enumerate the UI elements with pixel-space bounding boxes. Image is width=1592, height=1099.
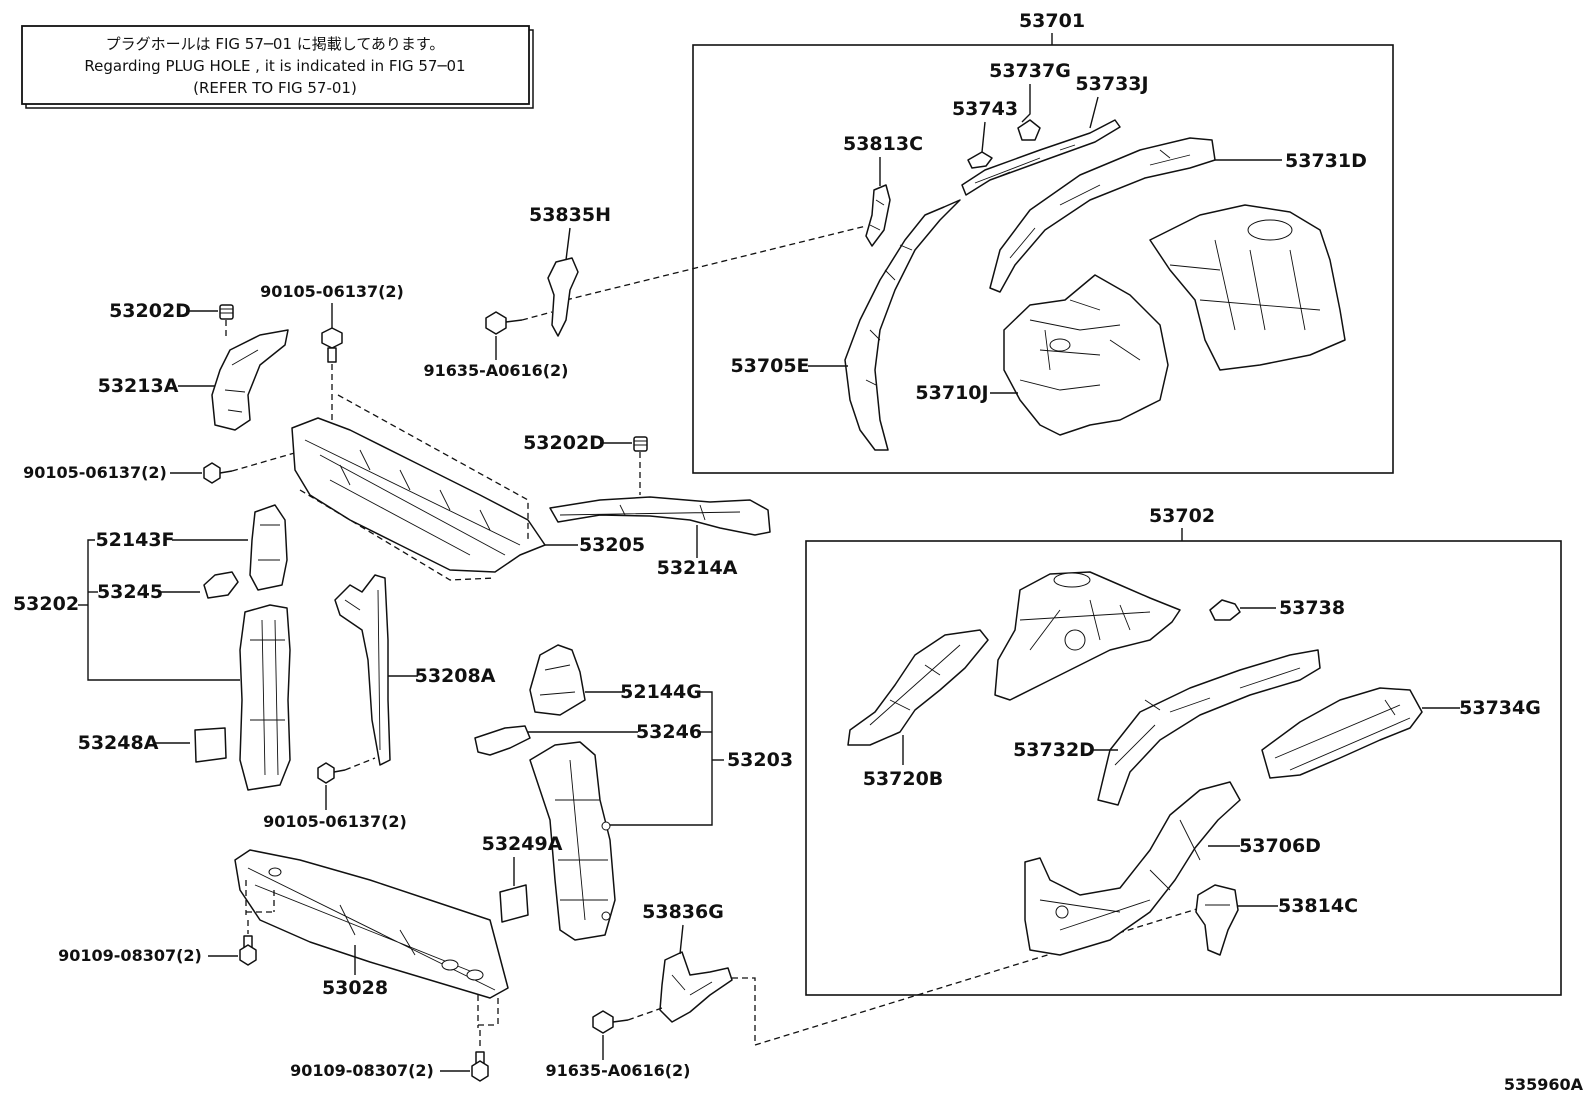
group-53203: 53203 52144G 53246: [528, 681, 793, 826]
label-90105-left: 90105-06137(2): [23, 463, 167, 482]
part-53202D-left: 53202D: [109, 300, 234, 340]
label-53710J: 53710J: [915, 382, 988, 404]
part-53246: [474, 725, 531, 756]
part-side-upright-left: [239, 604, 291, 791]
label-53720B: 53720B: [863, 768, 944, 790]
part-53208A: 53208A: [334, 574, 496, 766]
group-53702-label: 53702: [1149, 505, 1215, 527]
label-53202D-left: 53202D: [109, 300, 191, 322]
label-91635-lower: 91635-A0616(2): [546, 1061, 691, 1080]
label-53813C: 53813C: [843, 133, 923, 155]
label-53814C: 53814C: [1278, 895, 1358, 917]
label-53246: 53246: [636, 721, 702, 743]
bolt-91635-lower: 91635-A0616(2): [546, 1007, 691, 1080]
part-53205: 53205: [291, 394, 645, 581]
label-52144G: 52144G: [620, 681, 702, 703]
label-90109-lower: 90109-08307(2): [290, 1061, 434, 1080]
group-53202-label: 53202: [13, 593, 79, 615]
label-91635-top: 91635-A0616(2): [424, 361, 569, 380]
part-53705E: 53705E: [730, 199, 961, 451]
part-53836G: 53836G: [642, 901, 1201, 1046]
note-line-3: (REFER TO FIG 57-01): [193, 79, 357, 97]
label-53028: 53028: [322, 977, 388, 999]
part-53202D-right: 53202D: [523, 432, 648, 495]
bolt-90109-lower: 90109-08307(2): [290, 1030, 489, 1082]
label-53208A: 53208A: [415, 665, 496, 687]
part-53214A: 53214A: [549, 496, 771, 579]
part-53028: 53028: [234, 849, 509, 1028]
figure-id: 535960A: [1504, 1075, 1584, 1094]
part-53245: [203, 571, 239, 599]
label-53743: 53743: [952, 98, 1018, 120]
part-53249A: 53249A: [482, 833, 563, 923]
part-53738: 53738: [1209, 597, 1345, 621]
label-90109-upper: 90109-08307(2): [58, 946, 202, 965]
label-53836G: 53836G: [642, 901, 724, 923]
part-53733J: 53733J: [961, 73, 1149, 196]
part-53737G: 53737G: [989, 60, 1071, 141]
label-90105-lower: 90105-06137(2): [263, 812, 407, 831]
note-box: プラグホールは FIG 57─01 に掲載してあります。 Regarding P…: [21, 25, 534, 109]
label-53213A: 53213A: [98, 375, 179, 397]
bolt-90105-lower: 90105-06137(2): [263, 757, 407, 831]
label-53731D: 53731D: [1285, 150, 1367, 172]
part-53813C: 53813C: [843, 133, 923, 247]
note-line-1: プラグホールは FIG 57─01 に掲載してあります。: [106, 35, 445, 53]
part-53743: 53743: [952, 98, 1018, 169]
bolt-90109-upper: 90109-08307(2): [58, 920, 257, 966]
part-52144G: [529, 644, 586, 716]
note-line-2: Regarding PLUG HOLE , it is indicated in…: [84, 57, 465, 75]
part-53732D: 53732D: [1013, 649, 1321, 806]
group-53202: 53202 52143F 53245: [13, 529, 248, 681]
bolt-90105-upper: 90105-06137(2): [260, 282, 404, 420]
part-apron-upper: [1149, 204, 1346, 371]
label-53705E: 53705E: [730, 355, 809, 377]
bolt-91635-top: 91635-A0616(2): [424, 311, 569, 380]
label-53732D: 53732D: [1013, 739, 1095, 761]
label-53734G: 53734G: [1459, 697, 1541, 719]
bolt-90105-left: 90105-06137(2): [23, 451, 299, 484]
part-53835H: 53835H: [529, 204, 611, 337]
label-53214A: 53214A: [657, 557, 738, 579]
part-53731D: 53731D: [989, 137, 1367, 293]
label-53248A: 53248A: [78, 732, 159, 754]
label-53738: 53738: [1279, 597, 1345, 619]
group-53702: 53702: [805, 505, 1562, 996]
label-52143F: 52143F: [95, 529, 174, 551]
label-53249A: 53249A: [482, 833, 563, 855]
part-53814C: 53814C: [1195, 884, 1358, 956]
group-53701-label: 53701: [1019, 10, 1085, 32]
part-53720B: 53720B: [847, 629, 989, 790]
label-53205: 53205: [579, 534, 645, 556]
part-53710J: 53710J: [915, 274, 1169, 436]
label-53202D-right: 53202D: [523, 432, 605, 454]
label-53245: 53245: [97, 581, 163, 603]
part-53248A: 53248A: [78, 727, 227, 763]
part-52143F: [249, 504, 288, 591]
label-53706D: 53706D: [1239, 835, 1321, 857]
label-53835H: 53835H: [529, 204, 611, 226]
group-53203-label: 53203: [727, 749, 793, 771]
label-53733J: 53733J: [1075, 73, 1148, 95]
group-53701: 53701: [692, 10, 1394, 474]
part-53734G: 53734G: [1261, 687, 1541, 779]
part-side-upright-right: [529, 741, 616, 941]
label-90105-upper: 90105-06137(2): [260, 282, 404, 301]
part-apron-lower: [994, 571, 1181, 701]
label-53737G: 53737G: [989, 60, 1071, 82]
part-53213A: 53213A: [98, 329, 289, 431]
part-53706D: 53706D: [1024, 781, 1321, 956]
